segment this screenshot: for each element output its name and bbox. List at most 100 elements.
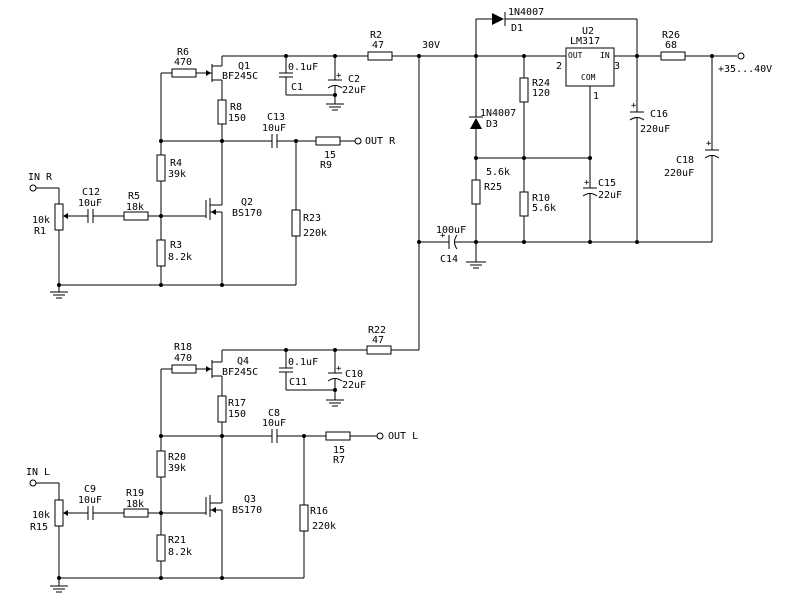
c9-ref: C9 [84,484,96,495]
svg-text:+: + [631,101,637,111]
c13-ref: C13 [267,112,285,123]
q2-ref: Q2 [241,197,253,208]
r25-value: 5.6k [486,167,510,178]
c8-ref: C8 [268,408,280,419]
potentiometer-r1 [54,203,64,231]
jfet-q4 [196,360,223,396]
u2-type: LM317 [570,36,600,47]
u2-pin-in: IN [600,51,610,60]
out-l-label: OUT L [388,431,418,442]
q3-ref: Q3 [244,494,256,505]
c18-value: 220uF [664,168,694,179]
svg-text:+: + [584,178,590,188]
c10-value: 22uF [342,380,366,391]
svg-text:+: + [336,71,342,81]
svg-text:+: + [440,231,446,241]
c12-ref: C12 [82,187,100,198]
u2-pin1: 1 [593,91,599,102]
resistor-r3 [156,239,166,267]
r2-value: 47 [372,40,384,51]
c14-ref: C14 [440,254,458,265]
r22-value: 47 [372,335,384,346]
r23-value: 220k [303,228,327,239]
r16-value: 220k [312,521,336,532]
rail-30v-label: 30V [422,40,440,51]
mosfet-q2 [148,198,223,285]
r4-ref: R4 [170,158,182,169]
resistor-r9 [315,136,341,146]
r19-value: 18k [126,499,144,510]
resistor-r2 [367,51,393,61]
resistor-r17 [217,395,227,423]
r25-ref: R25 [484,182,502,193]
c14-value: 100uF [436,225,466,236]
u2-pin-com: COM [581,73,596,82]
resistor-r24 [519,77,529,103]
potentiometer-r15 [54,499,64,527]
r8-value: 150 [228,113,246,124]
r5-ref: R5 [128,191,140,202]
c18-ref: C18 [676,155,694,166]
out-l-terminal [376,432,384,440]
power-input-label: +35...40V [718,64,772,75]
r24-value: 120 [532,88,550,99]
q2-type: BS170 [232,208,262,219]
u2-pin-out: OUT [568,51,583,60]
r18-ref: R18 [174,342,192,353]
r10-ref: R10 [532,193,550,204]
c10-ref: C10 [345,369,363,380]
svg-text:+: + [336,364,342,374]
resistor-r20 [156,450,166,478]
resistor-r5 [123,211,149,221]
r7-ref: R7 [333,455,345,466]
c13-value: 10uF [262,123,286,134]
r17-ref: R17 [228,398,246,409]
left-channel-section: R22 47 0.1uF C11 + C10 22uF [26,325,418,593]
c15-value: 22uF [598,190,622,201]
out-r-terminal [354,137,362,145]
r8-ref: R8 [230,102,242,113]
out-r-label: OUT R [365,136,396,147]
r2-ref: R2 [370,30,382,41]
in-l-terminal [29,479,37,487]
c11-value: 0.1uF [288,357,318,368]
u2-pin3: 3 [614,61,620,72]
r20-value: 39k [168,463,186,474]
r6-ref: R6 [177,47,189,58]
resistor-r8 [217,99,227,125]
c12-value: 10uF [78,198,102,209]
u2-pin2: 2 [556,61,562,72]
r10-value: 5.6k [532,203,556,214]
q1-ref: Q1 [238,61,250,72]
resistor-r25 [471,179,481,205]
c8-value: 10uF [262,418,286,429]
r17-value: 150 [228,409,246,420]
resistor-r19 [123,508,149,518]
jfet-q1 [196,64,223,100]
q1-type: BF245C [222,71,258,82]
r21-ref: R21 [168,535,186,546]
c15-ref: C15 [598,178,616,189]
c2-ref: C2 [348,74,360,85]
r26-value: 68 [665,40,677,51]
d3-ref: D3 [486,119,498,130]
regulator-u2 [565,47,615,87]
mosfet-q3 [148,495,223,578]
r7-value: 15 [333,445,345,456]
c1-value: 0.1uF [288,62,318,73]
c11-ref: C11 [289,377,307,388]
c9-value: 10uF [78,495,102,506]
r3-ref: R3 [170,240,182,251]
c16-value: 220uF [640,124,670,135]
diode-d1 [492,12,506,26]
in-r-terminal [29,184,37,192]
power-input-terminal [737,52,745,60]
r23-ref: R23 [303,213,321,224]
r5-value: 18k [126,202,144,213]
r9-value: 15 [324,150,336,161]
r18-value: 470 [174,353,192,364]
resistor-r18 [171,364,197,374]
r26-ref: R26 [662,30,680,41]
r1-ref: R1 [34,226,46,237]
